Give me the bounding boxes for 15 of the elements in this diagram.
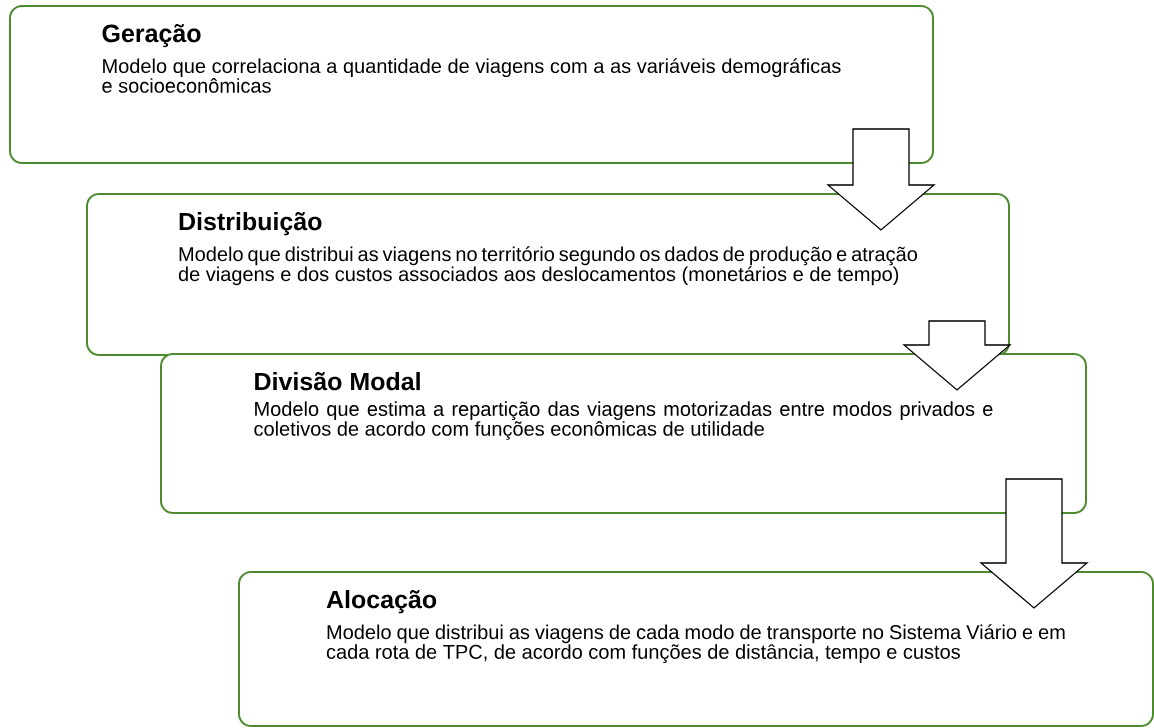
block-arrow bbox=[826, 128, 936, 231]
description: Modelo que estima a repartição das viagens motorizadas entre modos privados e coletivos de acordo com funções econômicas de utilidade bbox=[254, 401, 993, 440]
step-box bbox=[238, 571, 1154, 727]
description: Modelo que distribui as viagens de cada modo de transporte no Sistema Viário e em cada rota de TPC, de acordo com funções de distância, tempo e custos bbox=[326, 624, 1065, 663]
heading: Divisão Modal bbox=[255, 372, 420, 391]
description: Modelo que distribui as viagens no território segundo os dados de produção e atração de viagens e dos custos associados aos deslocamentos (monetários e de tempo) bbox=[178, 246, 917, 286]
heading: Alocação bbox=[326, 590, 437, 614]
step-box bbox=[160, 353, 1087, 514]
description: Modelo que correlaciona a quantidade de viagens com a as variáveis demográficas e socioeconômicas bbox=[102, 58, 841, 93]
step-box bbox=[9, 5, 934, 164]
block-arrow bbox=[979, 478, 1089, 609]
heading: Geração bbox=[102, 24, 201, 48]
heading: Distribuição bbox=[179, 212, 322, 236]
step-box bbox=[86, 193, 1010, 356]
block-arrow bbox=[902, 320, 1012, 391]
